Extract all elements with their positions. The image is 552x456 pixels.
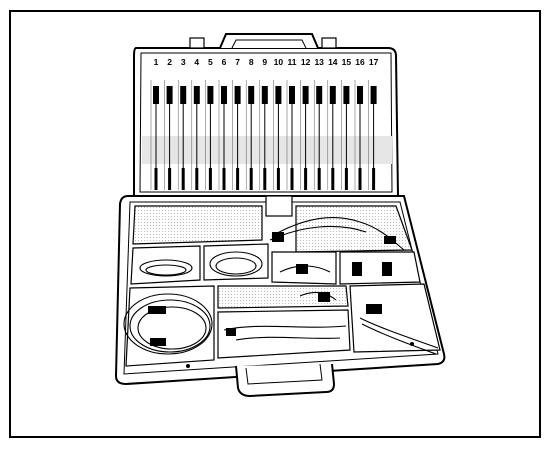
slot-number-16: 16	[355, 57, 365, 67]
probe-12	[300, 80, 309, 190]
probe-9	[259, 80, 268, 190]
compartment-bottom-right	[349, 283, 441, 353]
probe-13	[313, 80, 323, 190]
case-tray	[114, 195, 446, 398]
slot-number-9: 9	[262, 57, 267, 67]
probe-10	[273, 80, 282, 190]
slot-number-4: 4	[194, 57, 199, 67]
compartment-bottom-mid-lower	[217, 309, 351, 359]
slot-number-10: 10	[274, 57, 284, 67]
compartment-top-left	[132, 205, 263, 245]
slot-number-3: 3	[181, 57, 186, 67]
probe-6	[218, 80, 227, 190]
slot-number-11: 11	[288, 57, 297, 67]
slot-number-13: 13	[314, 57, 324, 67]
slot-number-8: 8	[249, 57, 254, 67]
probe-17	[368, 80, 377, 190]
probe-11	[286, 80, 295, 190]
slot-number-6: 6	[222, 57, 227, 67]
probe-3	[177, 80, 187, 190]
slot-number-2: 2	[167, 57, 172, 67]
slot-number-1: 1	[154, 57, 159, 67]
probe-7	[232, 80, 241, 190]
figure-frame	[9, 10, 541, 438]
slot-number-15: 15	[342, 57, 352, 67]
probe-1	[150, 80, 159, 190]
compartment-bottom-mid-upper	[217, 285, 349, 309]
probe-slots	[150, 80, 377, 190]
probe-15	[341, 80, 350, 190]
slot-number-17: 17	[369, 57, 379, 67]
slot-number-7: 7	[235, 57, 240, 67]
probe-4	[191, 80, 200, 190]
probe-5	[205, 80, 214, 190]
slot-number-12: 12	[301, 57, 311, 67]
slot-number-5: 5	[208, 57, 213, 67]
compartment-mid-2	[203, 243, 269, 281]
probe-8	[245, 80, 255, 190]
probe-16	[354, 80, 363, 190]
small-cup	[265, 195, 293, 217]
probe-2	[164, 80, 173, 190]
probe-14	[327, 80, 336, 190]
slot-number-14: 14	[328, 57, 338, 67]
